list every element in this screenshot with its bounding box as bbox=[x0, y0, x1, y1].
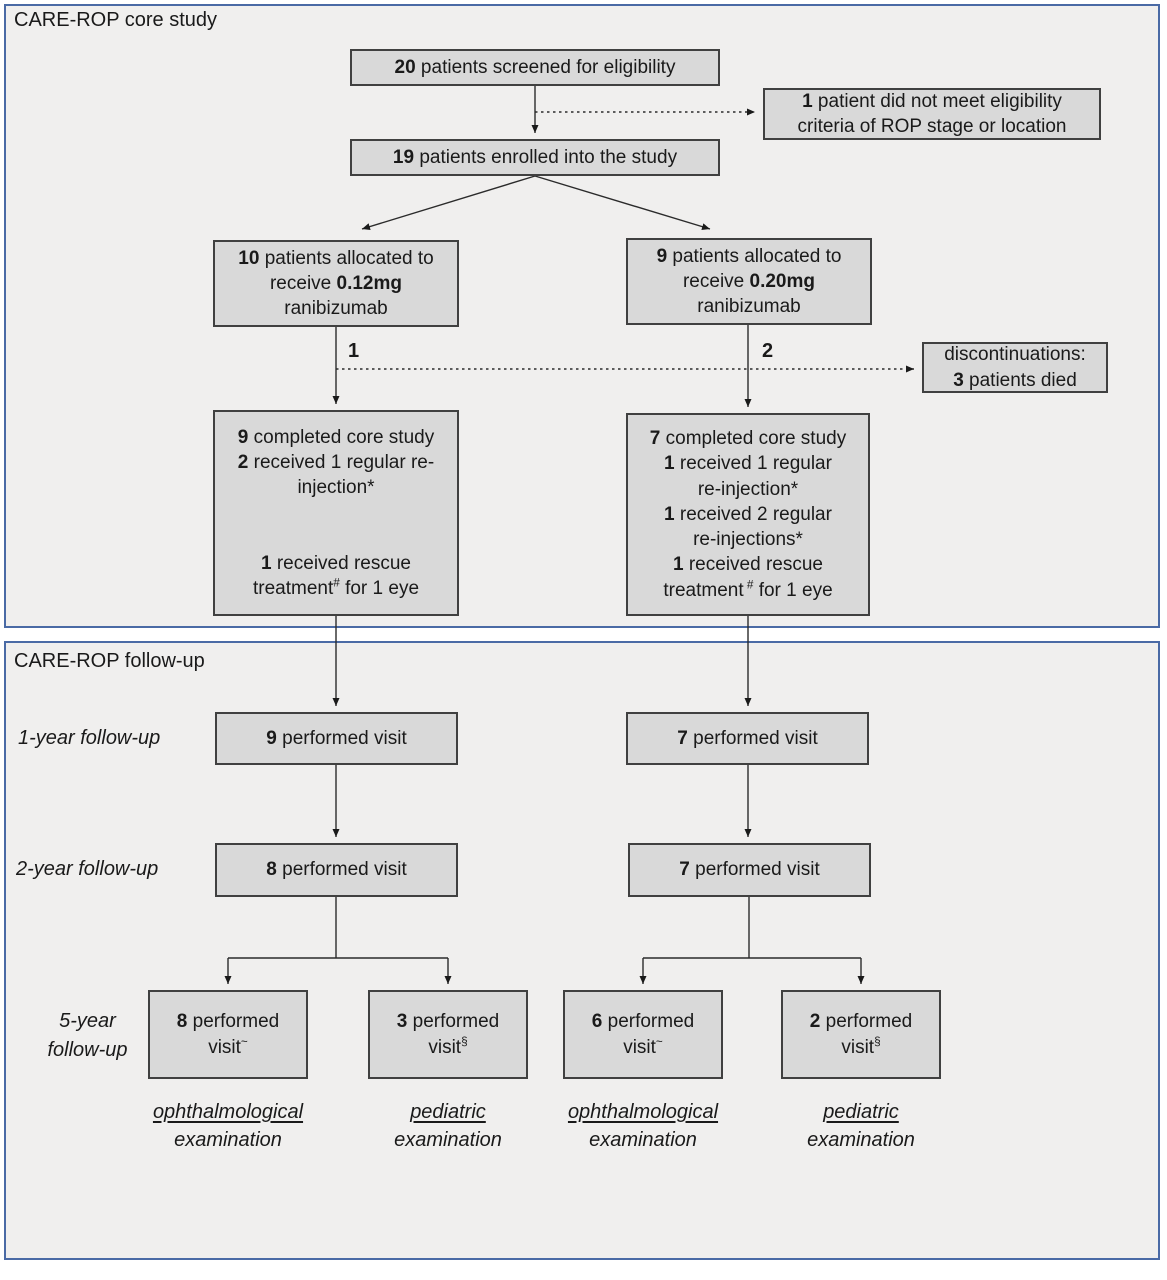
row-label-year5: 5-year follow-up bbox=[20, 1007, 155, 1065]
row-label-year5-line2: follow-up bbox=[47, 1039, 128, 1061]
row-label-year1: 1-year follow-up bbox=[18, 727, 161, 749]
box-year2-left: 8 performed visit bbox=[215, 843, 458, 897]
box-discontinuations: discontinuations:3 patients died bbox=[922, 342, 1108, 393]
box-enrolled: 19 patients enrolled into the study bbox=[350, 139, 720, 176]
row-label-year2: 2-year follow-up bbox=[16, 858, 159, 880]
core-study-title: CARE-ROP core study bbox=[14, 9, 218, 31]
follow-up-title: CARE-ROP follow-up bbox=[14, 650, 205, 672]
arm-label-1: 1 bbox=[348, 340, 360, 362]
box-year1-left: 9 performed visit bbox=[215, 712, 458, 765]
box-screened: 20 patients screened for eligibility bbox=[350, 49, 720, 86]
row-label-year5-line1: 5-year bbox=[59, 1010, 116, 1032]
box-year2-right: 7 performed visit bbox=[628, 843, 871, 897]
follow-up-panel bbox=[4, 641, 1160, 1260]
box-year1-right: 7 performed visit bbox=[626, 712, 869, 765]
arm-label-2: 2 bbox=[762, 340, 774, 362]
